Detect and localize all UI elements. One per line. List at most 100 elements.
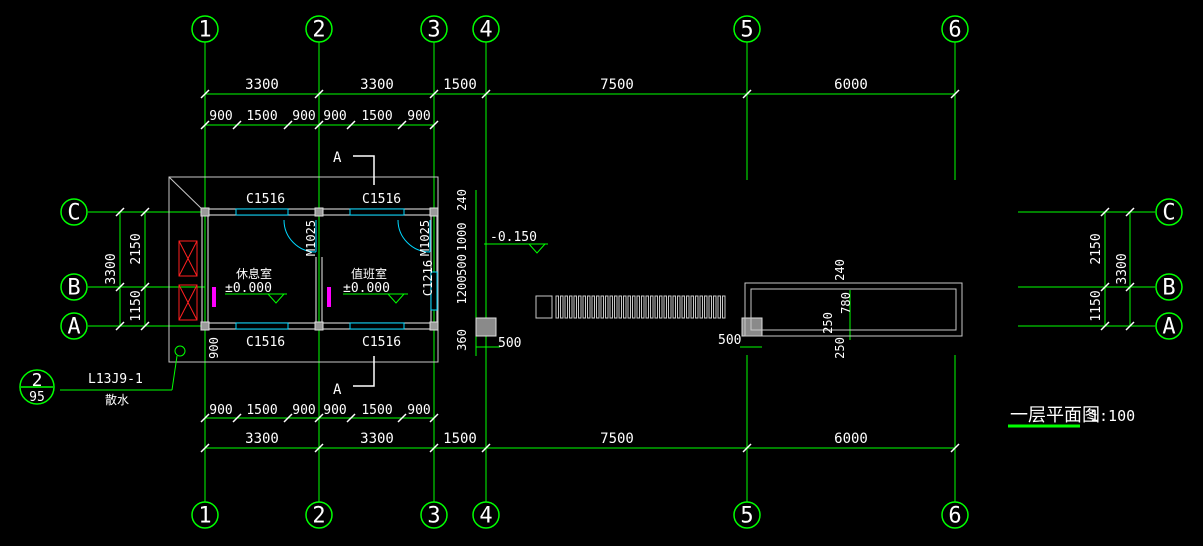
level-marks (225, 243, 548, 304)
dim-top-2: 3300 (360, 77, 394, 93)
gate-slat (717, 295, 721, 319)
gate-slat (600, 295, 604, 319)
window-label-bottom-left: C1516 (246, 335, 285, 350)
gate-slat (596, 295, 600, 319)
gate-slat (699, 295, 703, 319)
dim-detail-top-4: 900 (323, 109, 346, 124)
dim-detail-top-2: 1500 (246, 109, 277, 124)
dim-left-overall: 3300 (104, 253, 119, 284)
axis-bottom-2: 2 (312, 504, 325, 529)
window-bottom-right (349, 322, 405, 330)
section-label-bottom: A (333, 382, 342, 398)
axis-top-6: 6 (948, 18, 961, 43)
dim-chain-500: 500 (455, 254, 469, 276)
dim-detail-bottom-4: 900 (323, 403, 346, 418)
gate-slat (578, 295, 582, 319)
axis-top-1: 1 (198, 18, 211, 43)
window-label-top-right: C1516 (362, 192, 401, 207)
apron-outline (168, 176, 439, 363)
axis-left-b: B (67, 276, 80, 301)
dimension-ticks (115, 89, 1135, 453)
room-name-rest: 休息室 (236, 266, 272, 281)
axis-left-c: C (67, 201, 80, 226)
gate-slat (636, 295, 640, 319)
gate-slat (632, 295, 636, 319)
axis-top-3: 3 (427, 18, 440, 43)
detail-number: 2 (32, 370, 43, 391)
dim-detail-bottom-6: 900 (407, 403, 430, 418)
window-label-side: C1216 (421, 260, 435, 296)
gate-slat (677, 295, 681, 319)
columns (200, 207, 439, 331)
axis-bottom-6: 6 (948, 504, 961, 529)
window-side (430, 271, 438, 311)
dim-top-1: 3300 (245, 77, 279, 93)
axis-left-a: A (67, 315, 80, 340)
dim-detail-top-1: 900 (209, 109, 232, 124)
dim-top-5: 6000 (834, 77, 868, 93)
dim-bottom-3: 1500 (443, 431, 477, 447)
dim-detail-bottom-3: 900 (292, 403, 315, 418)
dim-chain-1000: 1000 (455, 223, 469, 252)
gate-slat (582, 295, 586, 319)
gate-slat (641, 295, 645, 319)
dim-canopy-780: 780 (839, 292, 853, 314)
axis-top-2: 2 (312, 18, 325, 43)
drawing-title: 一层平面图 (1010, 405, 1100, 426)
posts (475, 317, 763, 337)
dim-detail-top-6: 900 (407, 109, 430, 124)
axis-bottom-1: 1 (198, 504, 211, 529)
detail-code: L13J9-1 (88, 372, 143, 387)
gate-slat (591, 295, 595, 319)
section-marks (353, 155, 375, 387)
axis-right-c: C (1162, 201, 1175, 226)
detail-note: 散水 (105, 392, 129, 407)
axis-bottom-4: 4 (479, 504, 492, 529)
window-top-left (235, 208, 289, 216)
gate-slat (614, 295, 618, 319)
gate-slat (645, 295, 649, 319)
dim-canopy-250a: 250 (821, 312, 835, 334)
section-label-top: A (333, 150, 342, 166)
dim-detail-bottom-5: 1500 (361, 403, 392, 418)
gate-slat (659, 295, 663, 319)
gate-slat (623, 295, 627, 319)
gate-slat (564, 295, 568, 319)
gate-slat (609, 295, 613, 319)
dim-bottom-2: 3300 (360, 431, 394, 447)
window-bottom-left (235, 322, 289, 330)
gate-slat (668, 295, 672, 319)
gate-slat (654, 295, 658, 319)
gate-slat (690, 295, 694, 319)
dim-bottom-5: 6000 (834, 431, 868, 447)
gate-slat (560, 295, 564, 319)
gate-slat (722, 295, 726, 319)
dim-detail-top-3: 900 (292, 109, 315, 124)
dim-chain-240: 240 (455, 189, 469, 211)
dim-detail-bottom-1: 900 (209, 403, 232, 418)
detail-sheet: 95 (29, 390, 45, 405)
dim-detail-bottom-2: 1500 (246, 403, 277, 418)
door-label-right: M1025 (418, 220, 432, 256)
dim-canopy-250b: 250 (833, 337, 847, 359)
room-level-duty: ±0.000 (343, 281, 390, 296)
axis-right-a: A (1162, 315, 1175, 340)
dim-bottom-4: 7500 (600, 431, 634, 447)
dim-post-2: 500 (718, 333, 741, 348)
axis-bottom-5: 5 (740, 504, 753, 529)
outside-level: -0.150 (490, 230, 537, 245)
axis-bottom-3: 3 (427, 504, 440, 529)
gate-slat (681, 295, 685, 319)
dim-post-1: 500 (498, 336, 521, 351)
drawing-scale: 1:100 (1090, 407, 1135, 425)
dim-right-2150: 2150 (1089, 233, 1104, 264)
gate-slat (704, 295, 708, 319)
axis-top-4: 4 (479, 18, 492, 43)
gate-slat (627, 295, 631, 319)
dim-chain-1200: 1200 (455, 276, 469, 305)
gate-slat (573, 295, 577, 319)
dim-left-2150: 2150 (129, 233, 144, 264)
dim-right-overall: 3300 (1115, 253, 1130, 284)
gate-slat (663, 295, 667, 319)
